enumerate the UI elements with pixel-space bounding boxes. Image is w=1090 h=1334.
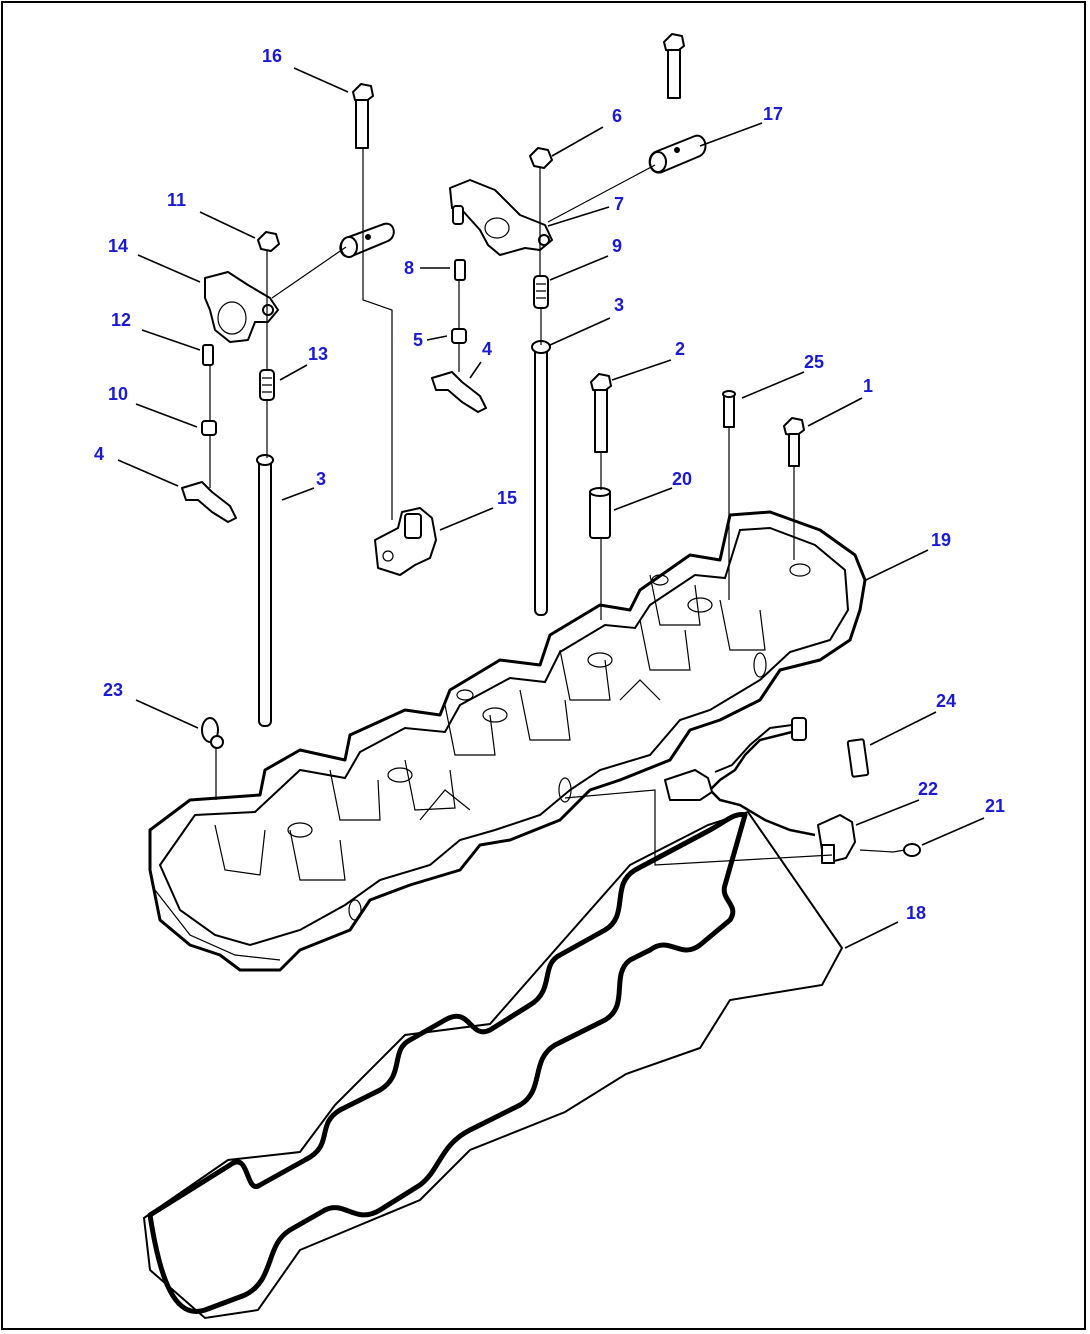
- fitting-23: [201, 717, 224, 749]
- rocker-arm-7: [449, 179, 553, 256]
- bolt-top-right: [663, 33, 685, 99]
- bolt-1: [783, 417, 805, 467]
- callout-9: 9: [612, 236, 622, 256]
- ball-socket-5: [451, 328, 467, 344]
- valve-cover: [148, 510, 867, 972]
- callout-1: 1: [863, 376, 873, 396]
- bolt-2: [590, 373, 612, 453]
- callout-21: 21: [985, 796, 1005, 816]
- callout-8: 8: [404, 258, 414, 278]
- gasket-outline: [147, 811, 748, 1314]
- callout-4b: 4: [94, 444, 104, 464]
- wiring-harness: [664, 717, 856, 864]
- callout-22: 22: [918, 779, 938, 799]
- callout-17: 17: [763, 104, 783, 124]
- spring-9: [533, 275, 549, 309]
- crosshead-4-lower: [181, 481, 237, 523]
- stud-25: [722, 390, 736, 428]
- adjusting-screw-12: [202, 344, 214, 366]
- callout-10: 10: [108, 384, 128, 404]
- callout-25: 25: [804, 352, 824, 372]
- alignment-lines: [209, 148, 894, 866]
- callout-24: 24: [936, 691, 956, 711]
- callout-16: 16: [262, 46, 282, 66]
- push-rod-right: [531, 340, 551, 616]
- spring-13: [259, 369, 275, 401]
- callout-20: 20: [672, 469, 692, 489]
- callout-18: 18: [906, 903, 926, 923]
- leader-lines: [117, 67, 985, 949]
- crosshead-4-upper: [431, 371, 487, 413]
- rocker-shaft-17: [648, 134, 707, 174]
- ball-socket-10: [201, 420, 217, 436]
- push-rod-left: [256, 454, 274, 727]
- rocker-arm-14: [204, 271, 279, 343]
- callout-11: 11: [167, 190, 186, 210]
- callout-12: 12: [111, 310, 131, 330]
- nut-6: [529, 147, 553, 169]
- adjusting-screw-8: [454, 259, 466, 281]
- gasket-outer: [142, 810, 844, 1320]
- callout-13: 13: [308, 344, 328, 364]
- callout-labels: 16 6 17 11 7 14 9 8 12 3 5 13 4 2 25 1 1…: [94, 46, 1005, 923]
- nut-11: [257, 231, 280, 252]
- sleeve-20: [589, 487, 611, 539]
- callout-4a: 4: [482, 339, 492, 359]
- bolt-16: [352, 83, 374, 149]
- callout-5: 5: [413, 330, 423, 350]
- callout-23: 23: [103, 680, 123, 700]
- callout-3b: 3: [316, 469, 326, 489]
- callout-19: 19: [931, 530, 951, 550]
- callout-2: 2: [675, 339, 685, 359]
- rocker-pedestal-15: [374, 507, 437, 576]
- callout-14: 14: [108, 236, 128, 256]
- connector-24: [846, 738, 870, 778]
- callout-15: 15: [497, 488, 517, 508]
- callout-7: 7: [614, 194, 624, 214]
- rocker-shaft-left: [339, 222, 395, 258]
- callout-3a: 3: [614, 295, 624, 315]
- callout-6: 6: [612, 106, 622, 126]
- screw-21: [892, 843, 921, 857]
